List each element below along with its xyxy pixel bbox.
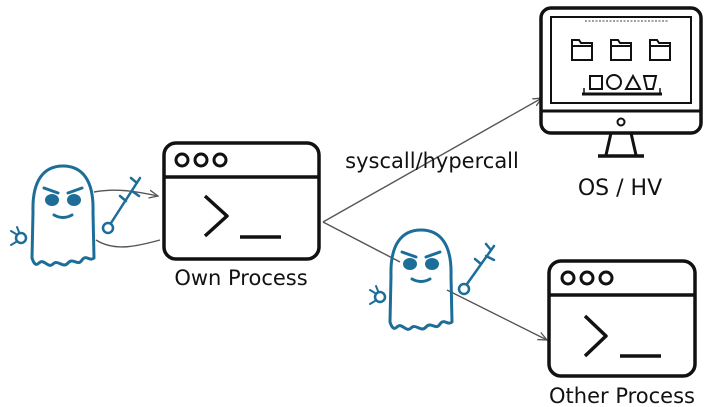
line-to-ghost — [322, 221, 401, 263]
own-process-window — [162, 141, 321, 261]
os-hv-label: OS / HV — [578, 176, 662, 201]
other-process-window — [547, 259, 697, 378]
own-process-label: Own Process — [174, 266, 307, 290]
ghost-icon — [10, 164, 96, 267]
branch-wand-icon — [457, 242, 496, 296]
other-process-label: Other Process — [549, 384, 695, 407]
folder-icon — [571, 39, 593, 61]
terminal-window-icon — [583, 314, 608, 358]
arrow-to-other-process — [446, 289, 547, 340]
syscall-label: syscall/hypercall — [345, 149, 519, 173]
arrow-to-os — [322, 98, 542, 223]
arrow-to-own-process — [93, 189, 158, 196]
monitor-icon — [539, 6, 703, 158]
ghost-icon — [369, 228, 454, 331]
connectors — [93, 98, 547, 340]
folder-icon — [649, 39, 671, 61]
folder-icon — [610, 39, 632, 61]
branch-wand-icon — [101, 176, 142, 235]
return-line — [95, 239, 161, 248]
shapes-icon — [582, 73, 662, 96]
terminal-window-icon — [203, 194, 229, 238]
